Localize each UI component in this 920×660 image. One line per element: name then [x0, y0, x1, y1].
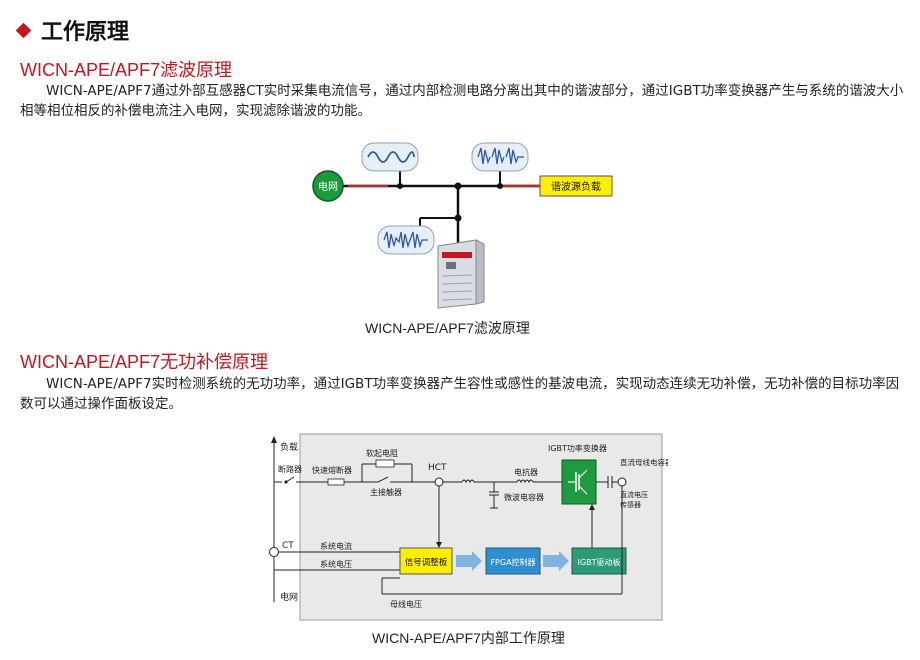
fpga-block: FPGA控制器 — [485, 547, 541, 575]
breaker-label: 断路器 — [278, 464, 302, 474]
micro-cap-label: 微波电容器 — [504, 492, 544, 502]
igbt-converter-label: IGBT功率变换器 — [548, 443, 607, 453]
reactive-heading: WICN-APE/APF7无功补偿原理 — [20, 352, 269, 372]
soft-resistor-label: 软起电阻 — [366, 448, 398, 458]
sys-voltage-label: 系统电压 — [320, 559, 352, 569]
filter-caption: WICN-APE/APF7滤波原理 — [365, 320, 530, 336]
grid-current-wave-icon — [361, 142, 419, 172]
hct-label: HCT — [428, 463, 447, 473]
dc-voltage-sensor-label-1: 直流电压 — [620, 490, 648, 499]
grid-node: 电网 — [312, 170, 344, 202]
fuse-label: 快速熔断器 — [312, 465, 352, 475]
dc-bus-cap-label: 直流母线电容器 — [620, 457, 668, 467]
sys-current-label: 系统电流 — [320, 541, 352, 551]
grid-node-label: 电网 — [318, 180, 338, 193]
diamond-bullet-icon — [15, 22, 32, 38]
harmonic-load-box: 谐波源负载 — [539, 175, 613, 197]
compensation-wave-icon — [377, 225, 435, 255]
internal-principle-diagram: 负载 断路器 快速熔断器 软起电阻 主接触器 HCT 微波电容器 电抗器 IGB… — [269, 433, 668, 621]
filter-paragraph: WICN-APE/APF7通过外部互感器CT实时采集电流信号，通过内部检测电路分… — [20, 83, 904, 119]
bus-voltage-label: 母线电压 — [390, 599, 422, 609]
grid-label: 电网 — [280, 591, 298, 603]
signal-board-block: 信号调整板 — [399, 547, 453, 575]
section-title-text: 工作原理 — [41, 20, 130, 45]
section-title: 工作原理 — [15, 14, 130, 46]
igbt-driver-label: IGBT驱动板 — [578, 557, 621, 567]
harmonic-load-label: 谐波源负载 — [551, 180, 601, 193]
filter-principle-diagram: 电网 谐波源负载 — [312, 142, 613, 309]
reactor-label: 电抗器 — [514, 467, 538, 477]
fpga-label: FPGA控制器 — [490, 557, 535, 567]
arrow-up-icon — [271, 436, 277, 443]
arrow-right-icon — [456, 551, 482, 571]
apf-cabinet-icon — [437, 239, 485, 309]
ct-label: CT — [282, 541, 294, 551]
filter-heading: WICN-APE/APF7滤波原理 — [20, 60, 233, 80]
load-harmonic-wave-icon — [471, 142, 529, 172]
reactive-paragraph: WICN-APE/APF7实时检测系统的无功功率，通过IGBT功率变换器产生容性… — [20, 376, 900, 412]
reactive-caption: WICN-APE/APF7内部工作原理 — [372, 630, 565, 646]
arrow-right-icon — [543, 551, 569, 571]
igbt-converter-block — [561, 459, 597, 505]
load-label: 负载 — [280, 441, 298, 453]
igbt-driver-block: IGBT驱动板 — [571, 547, 627, 575]
main-contactor-label: 主接触器 — [370, 487, 402, 497]
signal-board-label: 信号调整板 — [405, 557, 448, 568]
dc-voltage-sensor-label-2: 传感器 — [620, 500, 641, 509]
